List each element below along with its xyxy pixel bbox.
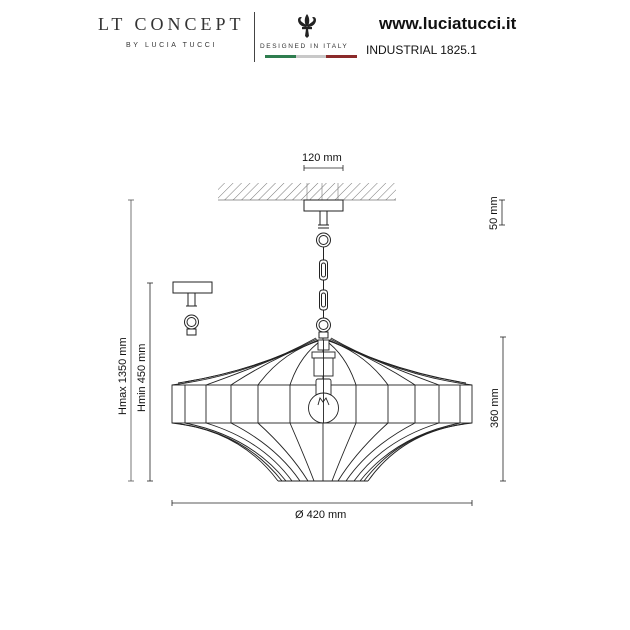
canopy-width-label: 120 mm — [302, 152, 342, 164]
canopy-height-dimension — [499, 199, 505, 226]
website-link[interactable]: www.luciatucci.it — [379, 14, 517, 33]
brand-name: LT CONCEPT — [98, 14, 245, 34]
short-canopy-detail — [172, 281, 213, 336]
chain — [316, 232, 331, 339]
hmin-dimension — [147, 282, 153, 482]
brand-divider — [254, 12, 255, 62]
hmin-label: Hmin 450 mm — [136, 343, 148, 412]
shade-height-dimension — [500, 336, 506, 482]
model-name: INDUSTRIAL 1825.1 — [366, 43, 477, 57]
diameter-label: Ø 420 mm — [295, 509, 347, 521]
canopy-width-dimension — [303, 165, 344, 171]
flag-stripe-green — [265, 55, 296, 58]
diameter-dimension — [171, 500, 473, 506]
flag-stripe-white — [295, 55, 327, 58]
ceiling-hatch — [218, 183, 396, 201]
canopy — [303, 199, 344, 229]
brand-subtitle: BY LUCIA TUCCI — [126, 42, 217, 49]
designed-in-italy-label: DESIGNED IN ITALY — [260, 43, 349, 50]
shade-height-label: 360 mm — [489, 388, 501, 428]
hmax-dimension — [128, 199, 134, 482]
canopy-height-label: 50 mm — [488, 196, 500, 230]
flag-stripe-red — [326, 55, 358, 58]
hmax-label: Hmax 1350 mm — [117, 337, 129, 415]
fleur-de-lis-icon — [298, 14, 316, 38]
bulb-socket — [308, 339, 339, 424]
italian-flag-stripe — [265, 55, 358, 58]
